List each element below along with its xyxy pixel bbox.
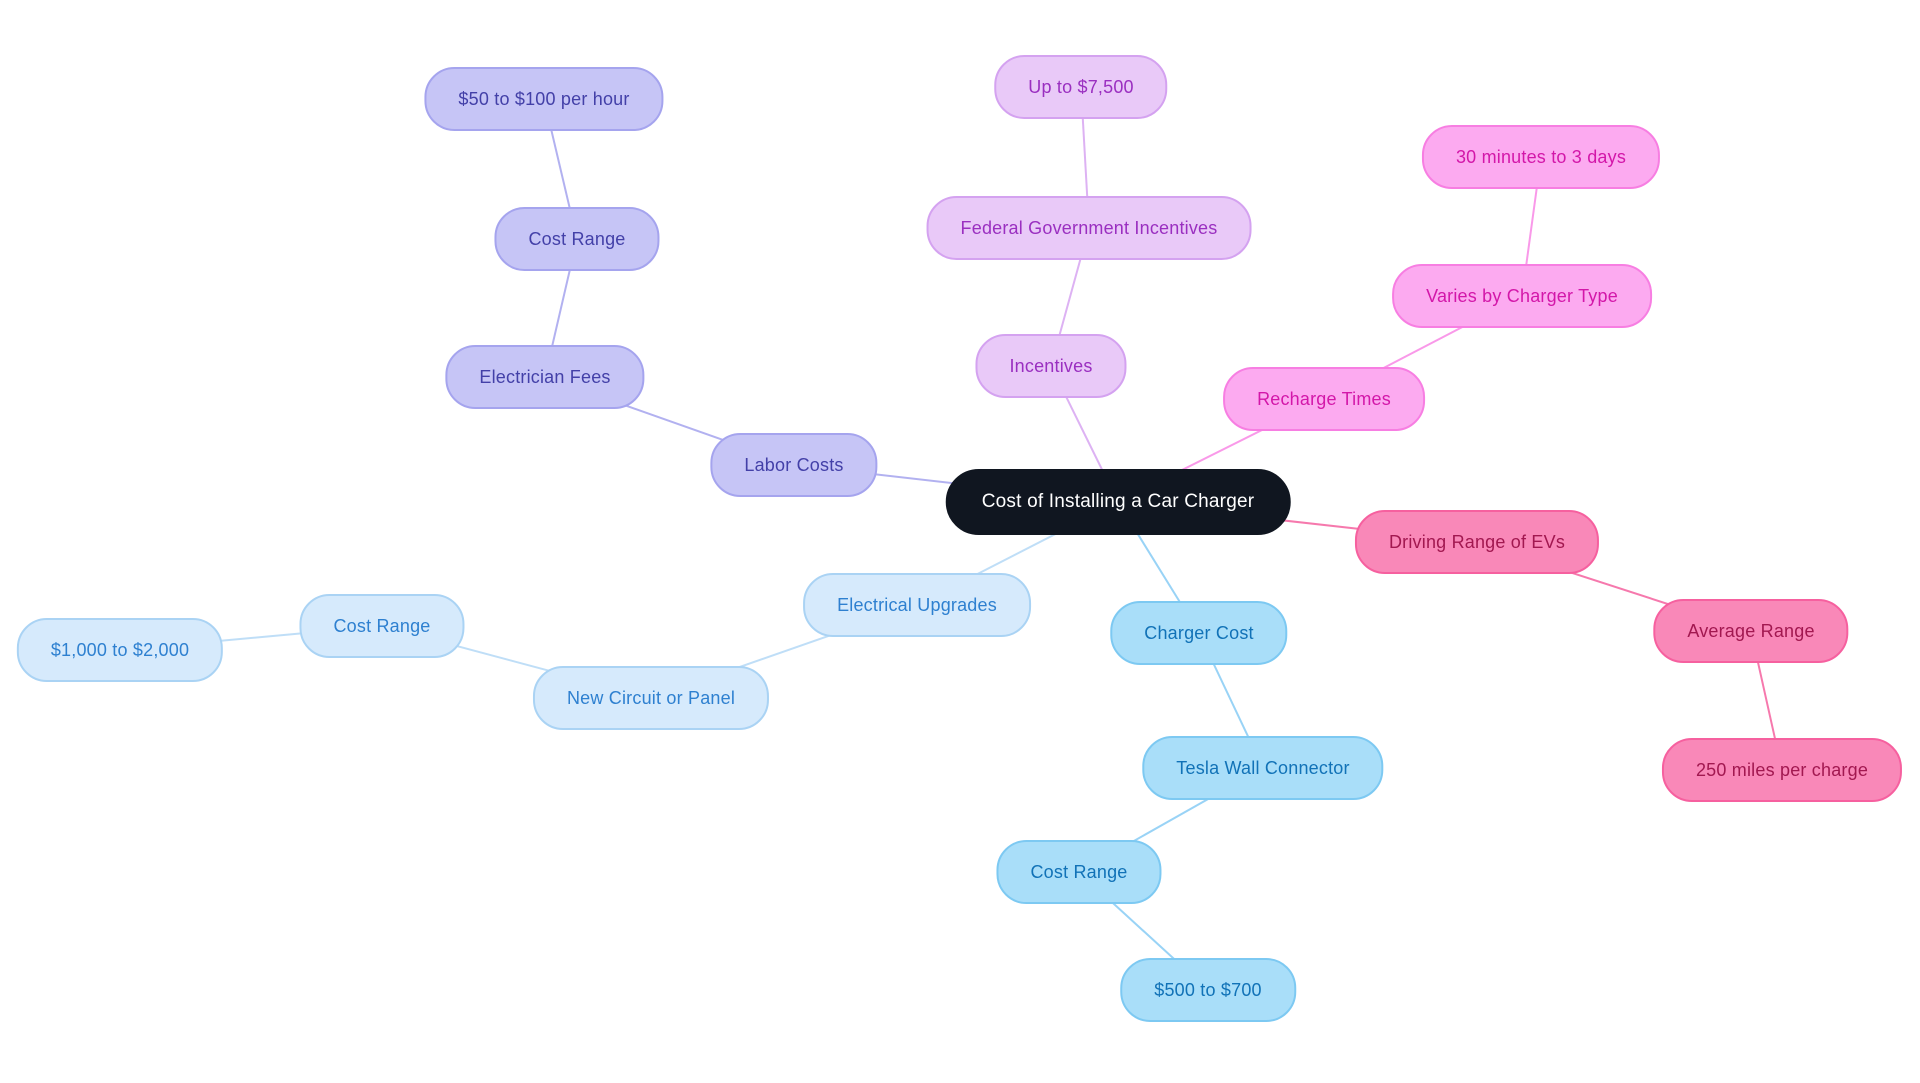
mindmap-node-varies-by-charger-type[interactable]: Varies by Charger Type: [1392, 264, 1652, 328]
mindmap-node-federal-government-incentives[interactable]: Federal Government Incentives: [926, 196, 1252, 260]
mindmap-node-electrician-rate[interactable]: $50 to $100 per hour: [424, 67, 664, 131]
mindmap-node-electrical-upgrades[interactable]: Electrical Upgrades: [803, 573, 1031, 637]
mindmap-node-root[interactable]: Cost of Installing a Car Charger: [945, 469, 1291, 535]
mindmap-node-circuit-cost-value[interactable]: $1,000 to $2,000: [16, 618, 224, 682]
mindmap-node-cost-range-tesla[interactable]: Cost Range: [996, 840, 1162, 904]
mindmap-node-cost-range-electrician[interactable]: Cost Range: [494, 207, 660, 271]
mindmap-node-average-range-value[interactable]: 250 miles per charge: [1661, 738, 1903, 802]
mindmap-node-electrician-fees[interactable]: Electrician Fees: [445, 345, 645, 409]
mindmap-node-new-circuit-or-panel[interactable]: New Circuit or Panel: [532, 666, 770, 730]
mindmap-node-labor-costs[interactable]: Labor Costs: [710, 433, 878, 497]
mindmap-node-charger-cost[interactable]: Charger Cost: [1110, 601, 1288, 665]
mindmap-node-driving-range-of-evs[interactable]: Driving Range of EVs: [1354, 510, 1600, 574]
mindmap-node-recharge-duration[interactable]: 30 minutes to 3 days: [1421, 125, 1661, 189]
mindmap-node-tesla-wall-connector[interactable]: Tesla Wall Connector: [1142, 736, 1384, 800]
mindmap-node-average-range[interactable]: Average Range: [1653, 599, 1849, 663]
mindmap-node-cost-range-circuit[interactable]: Cost Range: [299, 594, 465, 658]
mindmap-node-tesla-cost-value[interactable]: $500 to $700: [1120, 958, 1296, 1022]
mindmap-node-federal-incentive-amount[interactable]: Up to $7,500: [994, 55, 1168, 119]
mindmap-node-recharge-times[interactable]: Recharge Times: [1223, 367, 1425, 431]
mindmap-node-incentives[interactable]: Incentives: [975, 334, 1127, 398]
